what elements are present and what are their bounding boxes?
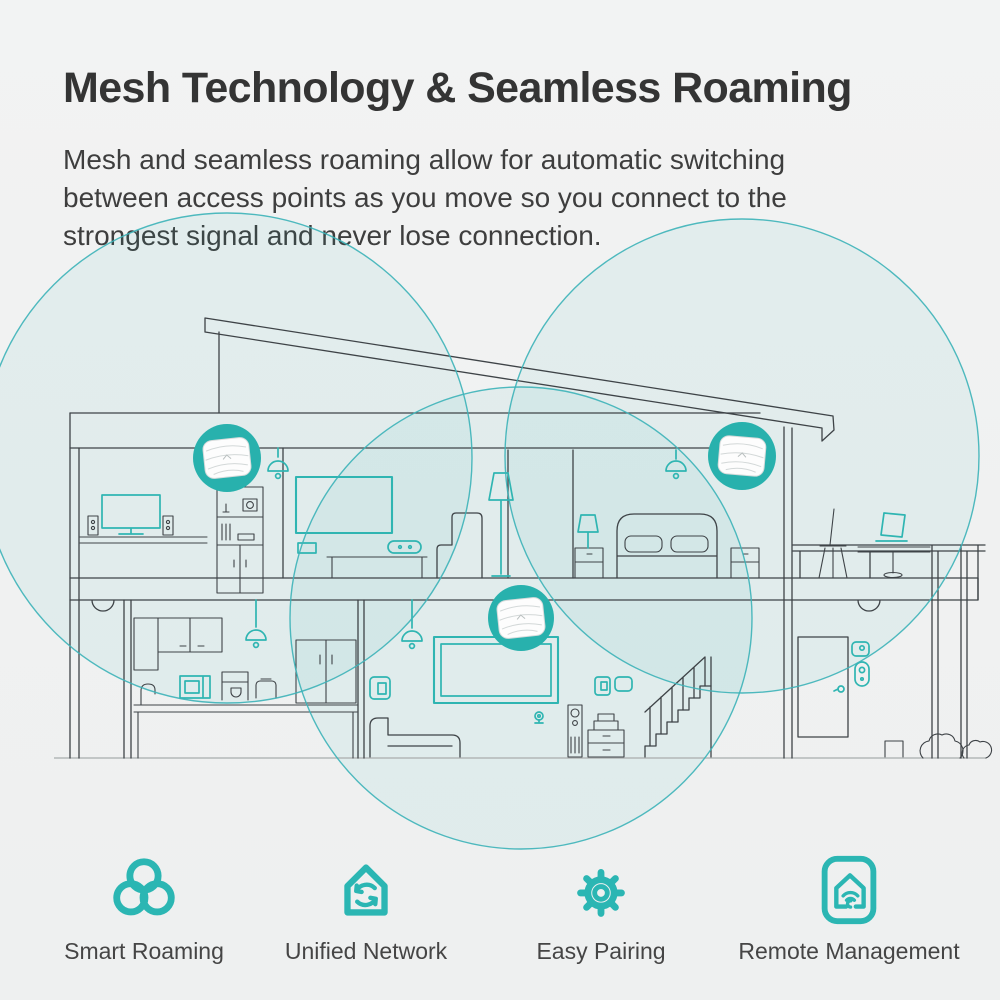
kitchen-counter: [133, 704, 358, 759]
intro-line-2: between access points as you move so you…: [63, 182, 787, 213]
wall-shelf: [79, 536, 208, 544]
microwave: [179, 675, 211, 699]
access-point-marker: [193, 424, 261, 492]
balcony-railing: [792, 544, 986, 759]
upper-left-room: [79, 447, 289, 594]
access-point-marker: [708, 422, 776, 490]
upper-living-room: [294, 472, 514, 579]
faucet: [140, 683, 156, 706]
unified-network-icon: [344, 864, 388, 916]
coverage-outline-2: [504, 218, 980, 694]
tv-console: [326, 556, 428, 579]
doorbell-camera: [851, 641, 870, 657]
pendant-lamp-living: [401, 599, 423, 642]
access-point-marker: [488, 585, 554, 651]
kitchen-cabinets: [133, 617, 223, 671]
pendant-lamp-left: [267, 447, 289, 472]
toaster: [255, 678, 277, 699]
coverage-outline-1: [289, 386, 753, 850]
pendant-lamp-kitchen: [245, 599, 267, 641]
cabinet-items: [221, 498, 258, 541]
camera: [534, 719, 544, 724]
coverage-outlines: [0, 212, 980, 850]
left-wall: [69, 412, 80, 759]
bush-small: [961, 739, 993, 759]
intro-paragraph: Mesh and seamless roaming allow for auto…: [63, 141, 787, 255]
roof: [204, 317, 835, 442]
armchair: [436, 512, 483, 579]
coffee-machine: [221, 671, 249, 701]
light-switch: [369, 676, 391, 700]
intro-line-1: Mesh and seamless roaming allow for auto…: [63, 144, 786, 175]
floor-lamp: [488, 472, 514, 577]
interior-walls: [123, 447, 712, 759]
wall-tv: [294, 475, 394, 535]
coverage-outline-0: [0, 212, 473, 704]
coverage-areas: [0, 213, 979, 849]
easy-pairing-icon: [577, 869, 625, 917]
game-controller: [387, 540, 422, 554]
feature-label: Unified Network: [284, 938, 448, 964]
feature-easy-pairing: Easy Pairing: [481, 851, 721, 965]
feature-unified-network: Unified Network: [246, 851, 486, 965]
feature-remote-management: Remote Management: [729, 851, 969, 965]
kitchen: [133, 599, 358, 759]
bed: [616, 513, 718, 579]
entry: [797, 636, 993, 759]
cabinet: [216, 486, 264, 594]
page-title: Mesh Technology & Seamless Roaming: [63, 64, 852, 112]
video-doorbell: [854, 661, 870, 687]
right-wall: [783, 426, 793, 759]
feature-label: Easy Pairing: [536, 938, 666, 964]
sofa: [369, 717, 461, 758]
remote-management-icon: [821, 855, 877, 925]
printer-drawers: [587, 713, 625, 758]
speaker-tower: [567, 704, 583, 758]
fridge: [295, 639, 357, 704]
entry-step: [884, 740, 904, 758]
feature-label: Remote Management: [738, 938, 960, 964]
soundbar: [297, 542, 317, 554]
balcony: [818, 508, 931, 579]
desk: [857, 546, 931, 574]
feature-smart-roaming: Smart Roaming: [24, 851, 264, 965]
laptop: [875, 512, 908, 542]
bush-large: [919, 733, 964, 759]
banister: [644, 656, 706, 747]
smart-roaming-icon: [113, 858, 175, 916]
table-lamp: [577, 514, 599, 549]
switch-pair: [594, 676, 633, 696]
nightstand-left: [574, 547, 604, 579]
bedroom: [574, 449, 760, 579]
speakers: [87, 515, 174, 536]
feature-label: Smart Roaming: [64, 938, 224, 964]
staircase: [644, 656, 712, 758]
stool: [818, 508, 848, 579]
front-door: [797, 636, 849, 738]
access-points: [193, 422, 776, 651]
pendant-lamp-bedroom: [665, 449, 687, 472]
monitor: [101, 494, 161, 535]
